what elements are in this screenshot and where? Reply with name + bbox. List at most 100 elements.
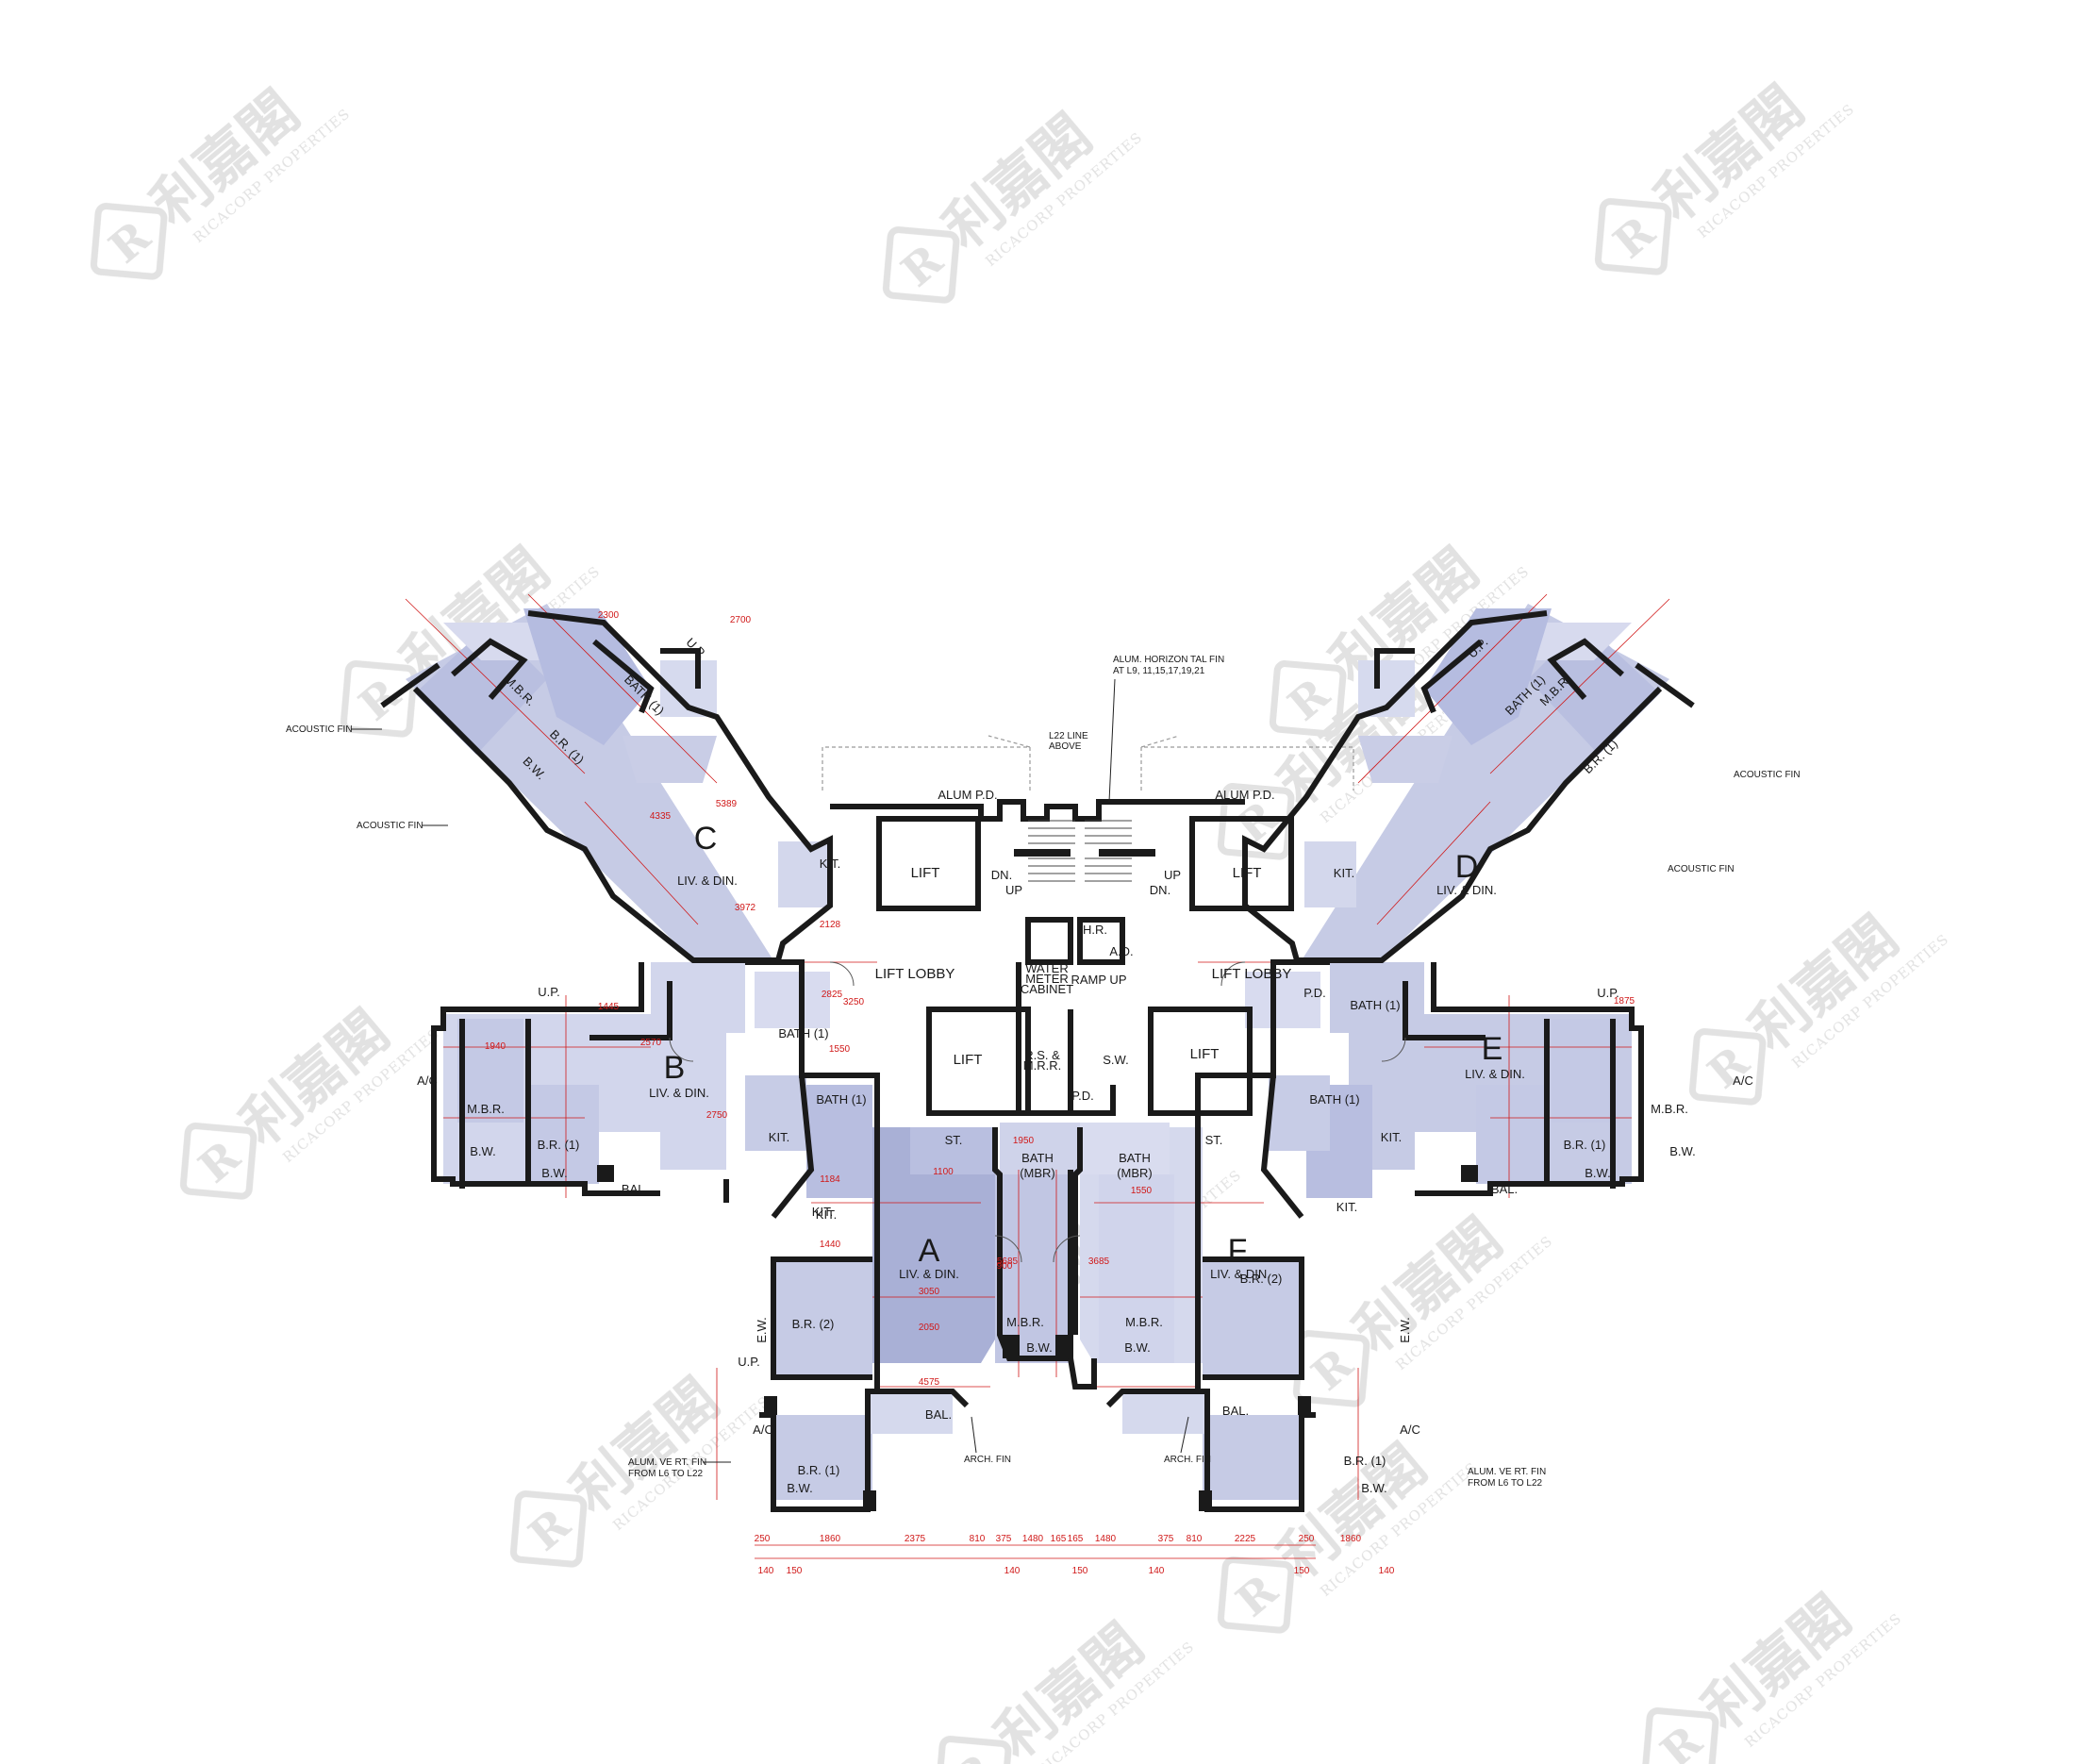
stair-dn-label: DN. [1150, 883, 1170, 897]
ramp-up-label: RAMP UP [1071, 973, 1127, 987]
lift-label: LIFT [1190, 1046, 1220, 1062]
dimension-value: 1860 [820, 1534, 841, 1544]
room-label: B.R. (1) [538, 1138, 580, 1152]
dimension-value: 1480 [1095, 1534, 1117, 1544]
dimension-value: 2570 [640, 1038, 662, 1048]
dimension-value: 1875 [1614, 996, 1635, 1007]
room-label: B.W. [1124, 1340, 1150, 1355]
dimension-value: 250 [1299, 1534, 1315, 1544]
water-meter-label: CABINET [1021, 982, 1073, 996]
acoustic-fin-note: ACOUSTIC FIN [357, 821, 423, 831]
dimension-value: 1860 [1340, 1534, 1362, 1544]
lift-label: LIFT [954, 1052, 983, 1068]
horizon-fin-note: ALUM. HORIZON TAL FIN [1113, 655, 1224, 665]
room-label: (MBR) [1117, 1166, 1153, 1180]
unit-c-living: LIV. & DIN. [677, 874, 738, 888]
room-label: ST. [1205, 1133, 1223, 1147]
arch-fin-note: ARCH. FIN [1164, 1455, 1211, 1465]
room-label: BAL. [1491, 1182, 1518, 1196]
acoustic-fin-note: ACOUSTIC FIN [1668, 864, 1735, 874]
lift-label: LIFT [1233, 865, 1262, 881]
door-swings [669, 961, 1406, 1263]
room-label: M.B.R. [1006, 1315, 1044, 1329]
dimension-value: 150 [787, 1566, 803, 1576]
lift-label: LIFT [911, 865, 940, 881]
dimension-value: 1445 [598, 1002, 620, 1012]
dimension-value: 2700 [730, 615, 752, 625]
room-label: B.R. (1) [1564, 1138, 1606, 1152]
room-label: A/C [753, 1423, 773, 1437]
room-label: M.B.R. [467, 1102, 505, 1116]
dimension-value: 1440 [820, 1240, 841, 1250]
dimension-value: 1550 [829, 1044, 851, 1055]
dimension-value: 2050 [919, 1323, 940, 1333]
room-label: KIT. [812, 1205, 833, 1219]
room-label: BATH (1) [1309, 1092, 1359, 1107]
room-label: BATH [1021, 1151, 1054, 1165]
room-label: A/C [417, 1073, 438, 1088]
dimension-value: 140 [1004, 1566, 1021, 1576]
room-label: M.B.R. [1651, 1102, 1688, 1116]
dimension-lines [405, 593, 1670, 1559]
room-label: KIT. [1381, 1130, 1402, 1144]
room-label: KIT. [820, 857, 840, 871]
room-label: B.W. [1585, 1166, 1610, 1180]
unit-e-living: LIV. & DIN. [1465, 1067, 1525, 1081]
room-label: U.P. [538, 985, 560, 999]
dimension-value: 2300 [598, 610, 620, 621]
dimension-value: 150 [1072, 1566, 1088, 1576]
l22-line-note: ABOVE [1049, 741, 1082, 752]
unit-a-living: LIV. & DIN. [899, 1267, 959, 1281]
watermark-logo-letter: R [1226, 1564, 1287, 1626]
staircase [1028, 820, 1132, 882]
watermark-logo-letter: R [349, 668, 410, 730]
core-labels: LIFT LIFT LIFT LIFT LIFT LOBBY LIFT LOBB… [875, 788, 1292, 1103]
unit-letter-f: F [1228, 1233, 1248, 1269]
dimension-value: 165 [1051, 1534, 1067, 1544]
water-meter-label: WATER [1025, 961, 1069, 975]
ad-label: A.D. [1109, 944, 1133, 958]
stair-up-label: UP [1005, 883, 1022, 897]
alum-pd-label: ALUM P.D. [1215, 788, 1274, 802]
unit-letter-a: A [919, 1233, 940, 1269]
dimension-value: 2825 [822, 990, 843, 1000]
room-label: P.D. [1303, 986, 1326, 1000]
dimension-value: 1480 [1022, 1534, 1044, 1544]
room-label: U.P. [684, 635, 709, 660]
room-label: B.W. [470, 1144, 495, 1158]
dimension-value: 5685 [997, 1256, 1019, 1267]
dimension-value: 165 [1068, 1534, 1084, 1544]
room-label: A/C [1733, 1073, 1753, 1088]
unit-letter-d: D [1455, 849, 1479, 885]
vert-fin-note: FROM L6 TO L22 [1468, 1478, 1543, 1489]
room-label: BAL. [925, 1407, 952, 1422]
room-label: BAL. [622, 1182, 648, 1196]
dimension-value: 2225 [1235, 1534, 1256, 1544]
dimension-value: 810 [1187, 1534, 1203, 1544]
room-label: BATH (1) [1350, 998, 1400, 1012]
unit-d-living: LIV. & DIN. [1436, 883, 1497, 897]
watermark-logo-letter: R [189, 1130, 250, 1192]
dimension-value: 1940 [485, 1041, 506, 1052]
room-label: KIT. [769, 1130, 789, 1144]
dimension-value: 375 [1158, 1534, 1174, 1544]
dimension-value: 5389 [716, 799, 738, 809]
dimension-value: 3050 [919, 1287, 940, 1297]
room-label: (MBR) [1020, 1166, 1055, 1180]
room-label: B.W. [1026, 1340, 1052, 1355]
room-label: ST. [945, 1133, 963, 1147]
dimension-value: 1100 [933, 1167, 954, 1177]
watermark-logo-letter: R [891, 234, 953, 296]
room-label: BAL. [1222, 1404, 1249, 1418]
stair-dn-label: DN. [991, 868, 1012, 882]
dimension-value: 375 [996, 1534, 1012, 1544]
dimension-value: 900 [997, 1261, 1013, 1272]
dimension-value: 3250 [843, 997, 865, 1007]
dimension-value: 140 [758, 1566, 774, 1576]
